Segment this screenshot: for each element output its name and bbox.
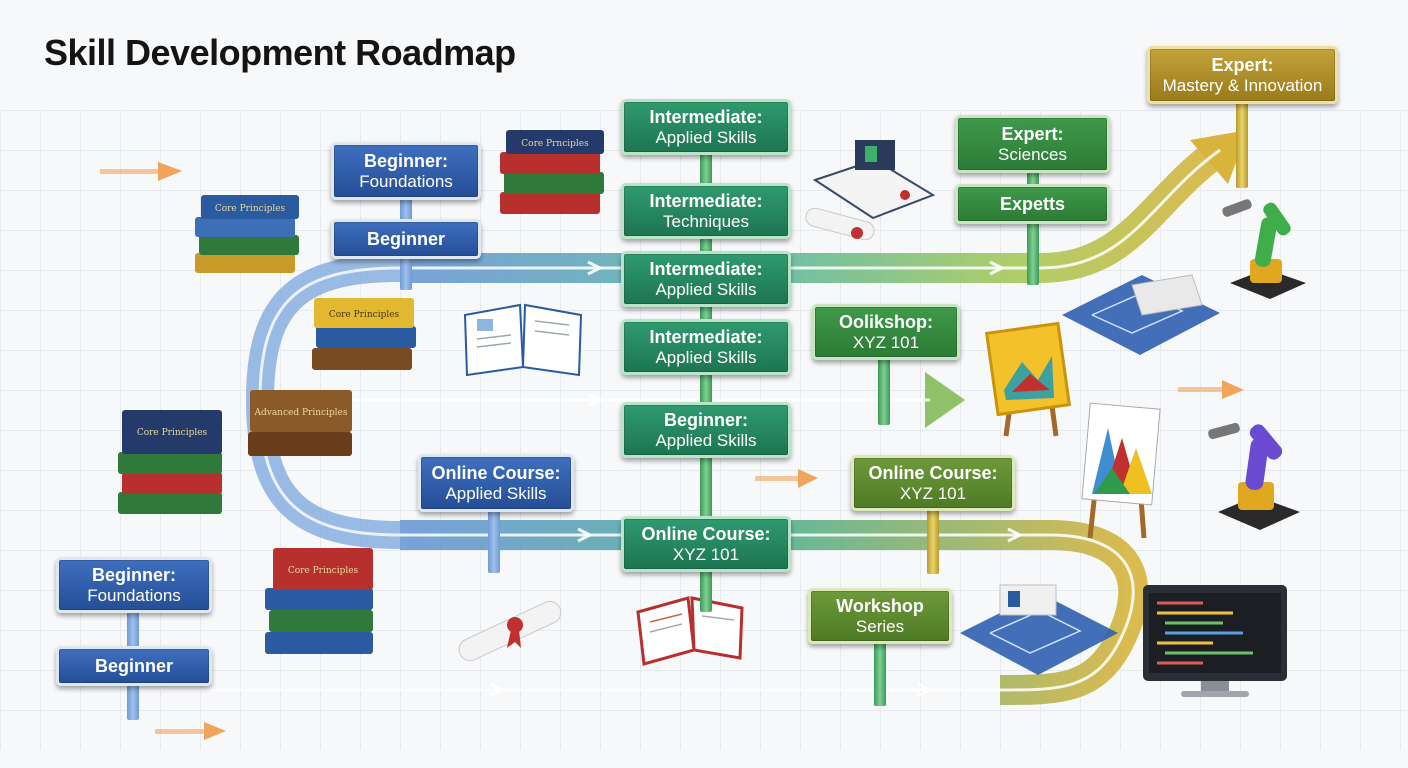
sign-expert-mastery[interactable]: Expert: Mastery & Innovation bbox=[1147, 46, 1338, 104]
sign-line1: Intermediate: bbox=[649, 106, 763, 127]
sign-label: Beginner bbox=[94, 655, 173, 676]
sign-line2: XYZ 101 bbox=[852, 332, 920, 352]
diploma-scroll-icon bbox=[458, 600, 562, 662]
sign-beginner-foundations-top[interactable]: Beginner: Foundations bbox=[331, 142, 481, 200]
sign-intermediate-techniques[interactable]: Intermediate: Techniques bbox=[621, 183, 791, 239]
sign-line1: Online Course: bbox=[641, 523, 771, 544]
sign-line1: Expert: bbox=[1001, 123, 1064, 144]
sign-line2: Applied Skills bbox=[445, 483, 547, 503]
sign-line2: Mastery & Innovation bbox=[1162, 75, 1323, 95]
blueprint-icon bbox=[960, 584, 1118, 675]
sign-expert-sciences[interactable]: Expert: Sciences bbox=[955, 115, 1110, 173]
sign-beginner-top[interactable]: Beginner bbox=[331, 219, 481, 259]
sign-beginner-bottom[interactable]: Beginner bbox=[56, 646, 212, 686]
sign-post bbox=[874, 640, 886, 706]
robot-arm-icon bbox=[1222, 199, 1306, 299]
sign-line1: Oolikshop: bbox=[839, 311, 933, 332]
book-stack-icon: Core Principles bbox=[265, 548, 373, 654]
book-stack-icon: Core Principles bbox=[118, 410, 222, 514]
sign-line1: Beginner: bbox=[91, 564, 176, 585]
path-lane-top-arrowhead bbox=[1190, 130, 1248, 184]
svg-text:Core Principles: Core Principles bbox=[288, 566, 359, 576]
page-title: Skill Development Roadmap bbox=[44, 32, 516, 73]
path-lane-middle-arrowhead bbox=[925, 372, 965, 428]
svg-text:Core Principles: Core Principles bbox=[137, 428, 208, 438]
sign-line1: Online Course: bbox=[431, 462, 561, 483]
sign-line1: Workshop bbox=[836, 595, 924, 616]
svg-text:Core Principles: Core Principles bbox=[215, 204, 286, 214]
sign-line1: Expert: bbox=[1211, 54, 1274, 75]
lane-chevrons bbox=[489, 260, 1024, 698]
sign-post bbox=[927, 507, 939, 574]
monitor-code-icon bbox=[1143, 585, 1287, 697]
sign-workshop-xyz[interactable]: Oolikshop: XYZ 101 bbox=[812, 304, 960, 360]
svg-text:Core Prnciples: Core Prnciples bbox=[521, 139, 589, 149]
book-stack-icon: Core Principles bbox=[312, 298, 416, 370]
easel-painting-icon bbox=[984, 321, 1072, 437]
book-stack-icon: Core Prnciples bbox=[500, 130, 604, 214]
sign-line2: XYZ 101 bbox=[899, 483, 967, 503]
sign-online-course-applied[interactable]: Online Course: Applied Skills bbox=[418, 454, 574, 512]
sign-line2: Sciences bbox=[998, 144, 1067, 164]
svg-text:Advanced Principles: Advanced Principles bbox=[253, 408, 347, 418]
blueprint-icon bbox=[1062, 274, 1220, 355]
sign-line1: Intermediate: bbox=[649, 190, 763, 211]
sign-line2: Applied Skills bbox=[655, 430, 757, 450]
sign-line2: Applied Skills bbox=[655, 127, 757, 147]
sign-line1: Intermediate: bbox=[649, 258, 763, 279]
book-stack-icon: Advanced Principles bbox=[248, 390, 352, 456]
sign-online-course-right[interactable]: Online Course: XYZ 101 bbox=[851, 455, 1015, 511]
sign-post bbox=[1027, 165, 1039, 285]
sign-workshop-series[interactable]: Workshop Series bbox=[808, 588, 952, 644]
sign-line1: Intermediate: bbox=[649, 326, 763, 347]
sign-line2: Applied Skills bbox=[655, 279, 757, 299]
sign-post bbox=[878, 355, 890, 425]
svg-text:Core Principles: Core Principles bbox=[329, 310, 400, 320]
sign-label: Expetts bbox=[999, 193, 1066, 214]
sign-expetts[interactable]: Expetts bbox=[955, 184, 1110, 224]
sign-line2: Applied Skills bbox=[655, 347, 757, 367]
sign-intermediate-applied-3[interactable]: Intermediate: Applied Skills bbox=[621, 319, 791, 375]
sign-line1: Online Course: bbox=[868, 462, 998, 483]
robot-arm-icon bbox=[1208, 422, 1300, 530]
sign-intermediate-applied-2[interactable]: Intermediate: Applied Skills bbox=[621, 251, 791, 307]
arrow-right-icon bbox=[100, 162, 1244, 740]
sign-line1: Beginner: bbox=[663, 409, 748, 430]
sign-post bbox=[1236, 100, 1248, 188]
sign-line2: XYZ 101 bbox=[672, 544, 740, 564]
sign-line2: Series bbox=[855, 616, 905, 636]
sign-beginner-applied[interactable]: Beginner: Applied Skills bbox=[621, 402, 791, 458]
sign-line1: Beginner: bbox=[363, 150, 448, 171]
sign-online-course-center[interactable]: Online Course: XYZ 101 bbox=[621, 516, 791, 572]
open-book-icon bbox=[636, 596, 744, 666]
sign-label: Beginner bbox=[366, 228, 445, 249]
sign-line2: Foundations bbox=[359, 171, 453, 191]
sign-post bbox=[488, 505, 500, 573]
book-stack-icon: Core Principles bbox=[195, 195, 299, 273]
open-book-icon bbox=[812, 140, 936, 220]
open-book-icon bbox=[463, 303, 583, 377]
diploma-scroll-icon bbox=[805, 207, 875, 241]
sign-line2: Foundations bbox=[87, 585, 181, 605]
sign-line2: Techniques bbox=[662, 211, 749, 231]
sign-intermediate-applied-1[interactable]: Intermediate: Applied Skills bbox=[621, 99, 791, 155]
easel-painting-icon bbox=[1081, 402, 1161, 539]
sign-beginner-foundations-bottom[interactable]: Beginner: Foundations bbox=[56, 557, 212, 613]
